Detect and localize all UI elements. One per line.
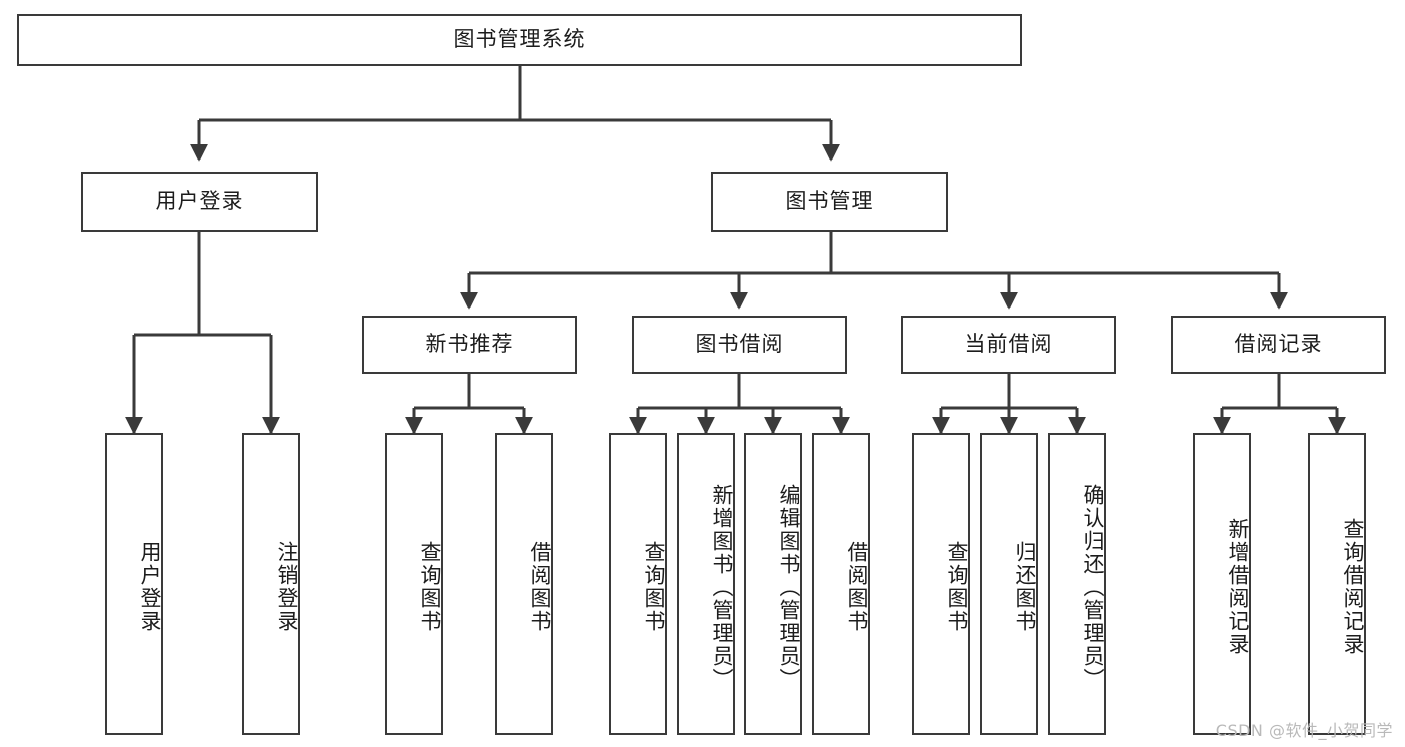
leaf-borrow-books-borrowing[interactable]: 借阅图书 [812,433,870,735]
node-book-borrowing[interactable]: 图书借阅 [632,316,847,374]
leaf-query-books-recommend[interactable]: 查询图书 [385,433,443,735]
leaf-user-login[interactable]: 用户登录 [105,433,163,735]
node-book-management[interactable]: 图书管理 [711,172,948,232]
leaf-add-book-admin[interactable]: 新增图书（管理员） [677,433,735,735]
node-borrow-records[interactable]: 借阅记录 [1171,316,1386,374]
leaf-add-borrow-record[interactable]: 新增借阅记录 [1193,433,1251,735]
node-label: 图书管理 [785,189,874,214]
node-new-book-recommendation[interactable]: 新书推荐 [362,316,577,374]
node-label: 归还图书 [1013,541,1037,633]
leaf-confirm-return-admin[interactable]: 确认归还（管理员） [1048,433,1106,735]
node-label: 查询图书 [418,541,442,633]
leaf-query-books-borrowing[interactable]: 查询图书 [609,433,667,735]
node-label: 借阅图书 [528,541,552,633]
node-label: 借阅记录 [1234,332,1323,357]
leaf-query-borrow-record[interactable]: 查询借阅记录 [1308,433,1366,735]
node-label: 图书借阅 [695,332,784,357]
node-label: 用户登录 [138,541,162,633]
node-current-borrowing[interactable]: 当前借阅 [901,316,1116,374]
node-label: 查询图书 [945,541,969,633]
node-label: 图书管理系统 [453,27,586,52]
leaf-logout[interactable]: 注销登录 [242,433,300,735]
leaf-query-books-current[interactable]: 查询图书 [912,433,970,735]
node-label: 确认归还（管理员） [1081,483,1105,691]
node-label: 查询图书 [642,541,666,633]
node-label: 新增借阅记录 [1226,518,1250,656]
node-label: 编辑图书（管理员） [777,483,801,691]
node-label: 借阅图书 [845,541,869,633]
leaf-borrow-books-recommend[interactable]: 借阅图书 [495,433,553,735]
node-root-system[interactable]: 图书管理系统 [17,14,1022,66]
leaf-return-books[interactable]: 归还图书 [980,433,1038,735]
leaf-edit-book-admin[interactable]: 编辑图书（管理员） [744,433,802,735]
node-user-login[interactable]: 用户登录 [81,172,318,232]
node-label: 新增图书（管理员） [710,483,734,691]
node-label: 新书推荐 [425,332,514,357]
node-label: 注销登录 [275,541,299,633]
node-label: 用户登录 [155,189,244,214]
node-label: 当前借阅 [964,332,1053,357]
node-label: 查询借阅记录 [1341,518,1365,656]
